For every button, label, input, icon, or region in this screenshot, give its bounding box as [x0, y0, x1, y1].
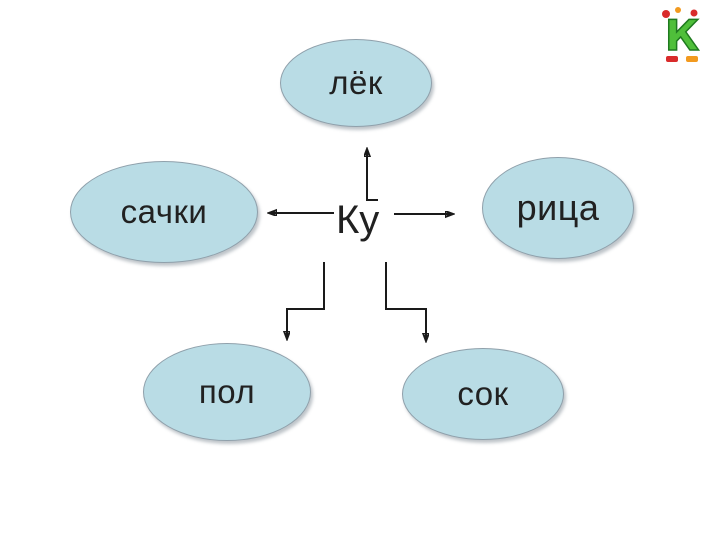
node-ellipse-sachki: сачки	[70, 161, 258, 263]
node-ellipse-sok: сок	[402, 348, 564, 440]
arrow-to-top-node	[367, 150, 378, 201]
node-ellipse-lyok: лёк	[280, 39, 432, 127]
node-label: рица	[516, 187, 600, 228]
node-ellipse-pol: пол	[143, 343, 311, 441]
arrow-to-bottom-left-node	[287, 262, 325, 338]
node-label: сачки	[120, 193, 208, 230]
node-label: сок	[457, 375, 509, 412]
node-ellipse-ritsa: рица	[482, 157, 634, 259]
center-syllable-label: Ку	[336, 198, 380, 242]
svg-text:К: К	[665, 11, 699, 60]
node-label: лёк	[329, 64, 383, 101]
mascot-letter-k-icon: К	[662, 7, 700, 62]
node-label: пол	[198, 373, 256, 410]
arrow-to-bottom-right-node	[385, 262, 426, 340]
